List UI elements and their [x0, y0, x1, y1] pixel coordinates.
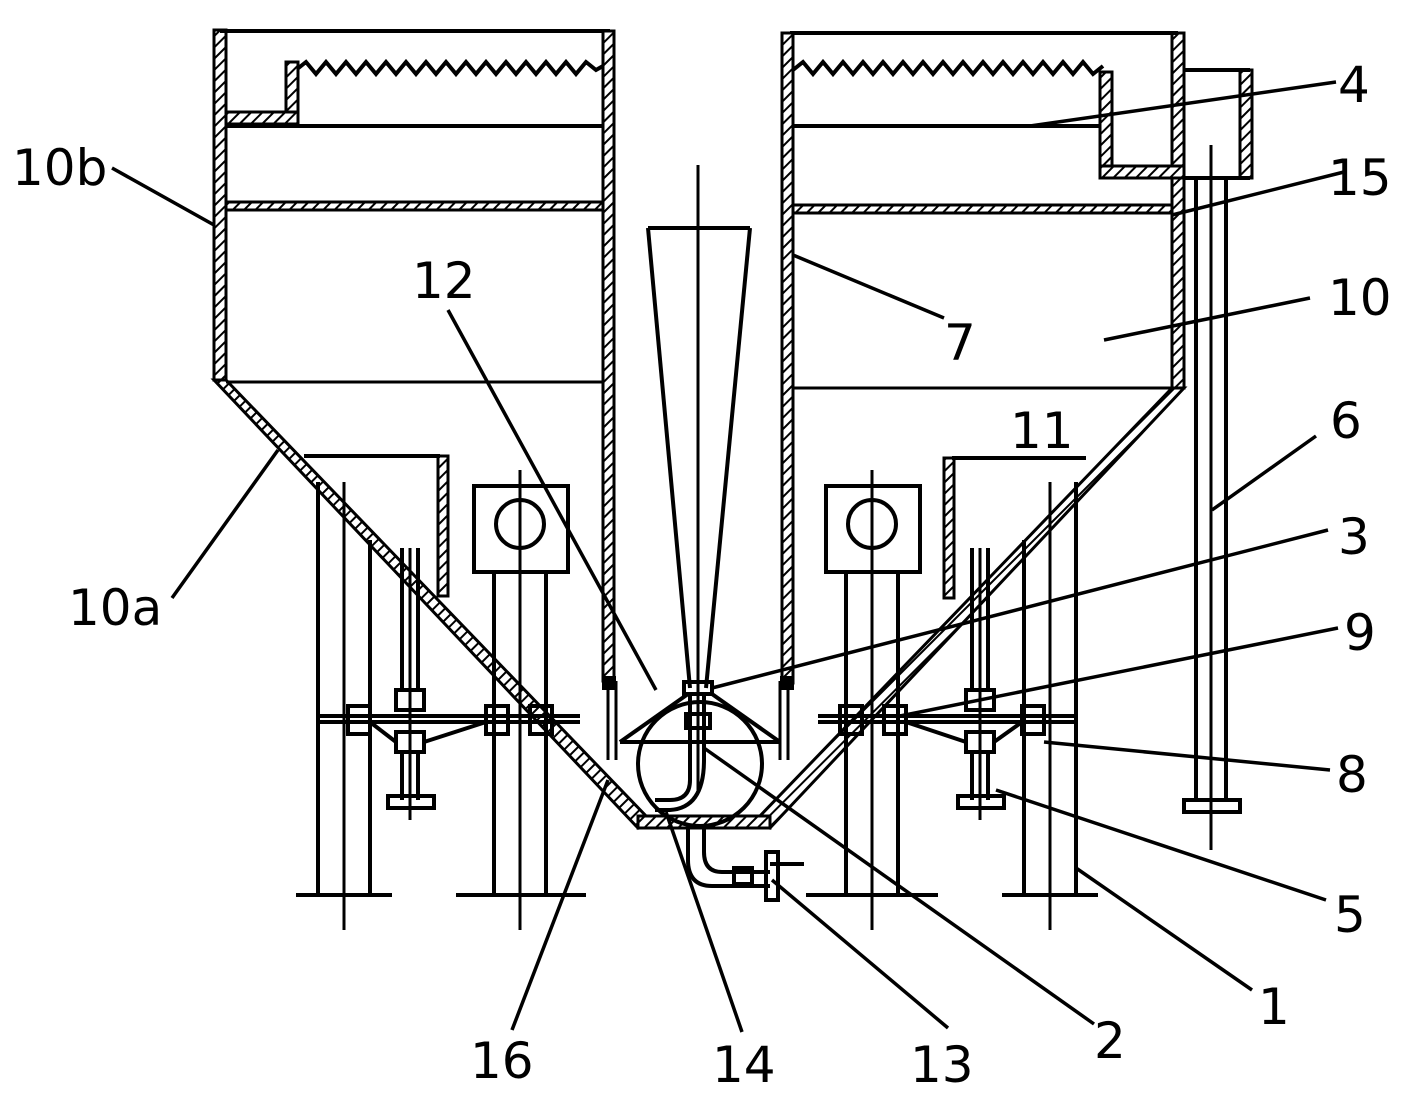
label-10b: 10b — [12, 139, 107, 197]
label-10a: 10a — [68, 579, 162, 637]
inner-funnel — [646, 165, 752, 790]
label-10: 10 — [1328, 269, 1392, 327]
label-6: 6 — [1330, 392, 1362, 450]
label-1: 1 — [1258, 978, 1290, 1036]
label-3: 3 — [1338, 508, 1370, 566]
side-hoppers — [304, 454, 1086, 600]
bottom-pipe — [686, 828, 804, 902]
label-7: 7 — [944, 314, 976, 372]
label-4: 4 — [1338, 56, 1370, 114]
label-14: 14 — [712, 1036, 776, 1094]
label-16: 16 — [470, 1032, 534, 1090]
plate-line — [224, 200, 1174, 215]
label-8: 8 — [1336, 746, 1368, 804]
label-11: 11 — [1010, 402, 1074, 460]
label-2: 2 — [1094, 1012, 1126, 1070]
sphere-assembly — [618, 692, 782, 828]
part-labels: 10b 10a 12 4 15 7 10 6 11 3 9 8 5 1 2 13… — [12, 56, 1392, 1094]
label-9: 9 — [1344, 604, 1376, 662]
label-15: 15 — [1328, 149, 1392, 207]
central-column — [601, 29, 795, 760]
overflow-weir — [224, 58, 1254, 180]
label-13: 13 — [910, 1036, 974, 1094]
pipe-6 — [1182, 145, 1242, 850]
label-12: 12 — [412, 252, 476, 310]
vibrator-left — [318, 548, 580, 820]
label-5: 5 — [1334, 886, 1366, 944]
leader-lines — [111, 80, 1345, 1033]
